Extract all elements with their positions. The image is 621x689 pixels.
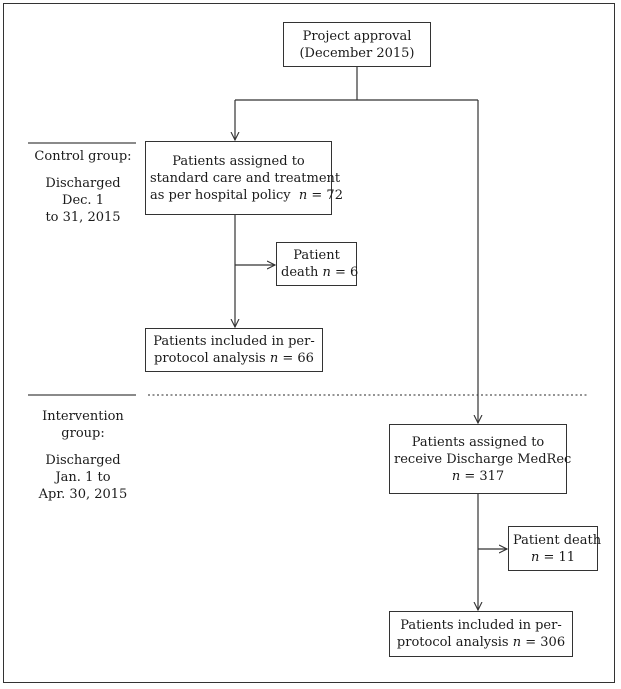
control-death-n-value: = 6 <box>335 265 359 280</box>
control-included-line2: protocol analysis n = 66 <box>154 351 314 366</box>
control-group-label: Control group: Discharged Dec. 1 to 31, … <box>24 148 142 226</box>
control-assigned-line3: as per hospital policy n = 72 <box>150 187 343 203</box>
intervention-death-line1: Patient death <box>513 532 602 548</box>
control-assigned-box: Patients assigned to standard care and t… <box>145 141 343 215</box>
intervention-death-box: Patient death n = 11 <box>508 526 602 571</box>
intervention-label-line1: Intervention <box>42 409 124 424</box>
approval-line2: (December 2015) <box>299 45 415 61</box>
control-label-line2: Discharged <box>45 176 121 191</box>
control-label-line3: Dec. 1 <box>62 193 104 208</box>
control-assigned-n-symbol: n <box>298 187 308 203</box>
intervention-label-line5: Apr. 30, 2015 <box>38 487 128 502</box>
intervention-assigned-n-symbol: n <box>451 468 461 484</box>
intervention-death-n-symbol: n <box>530 549 540 565</box>
control-death-line2: death n = 6 <box>281 265 359 280</box>
intervention-death-n-value: = 11 <box>543 549 576 565</box>
approval-line1: Project approval <box>302 28 412 44</box>
control-death-line1: Patient <box>293 248 340 263</box>
intervention-included-n-value: = 306 <box>525 635 566 650</box>
control-included-line1: Patients included in per- <box>153 334 315 349</box>
intervention-assigned-n-value: = 317 <box>464 468 505 484</box>
intervention-assigned-line3: n = 317 <box>394 468 562 485</box>
intervention-included-box: Patients included in per- protocol analy… <box>389 611 573 657</box>
intervention-included-n-symbol: n <box>512 635 522 650</box>
intervention-label-line3: Discharged <box>45 453 121 468</box>
control-included-box: Patients included in per- protocol analy… <box>145 328 323 372</box>
control-assigned-n-value: = 72 <box>311 187 343 203</box>
intervention-death-line2: n = 11 <box>513 549 593 566</box>
control-included-n-symbol: n <box>269 351 279 366</box>
intervention-group-label: Intervention group: Discharged Jan. 1 to… <box>22 408 144 503</box>
control-death-box: Patient death n = 6 <box>276 242 359 286</box>
intervention-label-line2: group: <box>61 426 105 441</box>
control-label-line1: Control group: <box>34 149 132 164</box>
control-assigned-line2: standard care and treatment <box>150 170 341 186</box>
intervention-included-line1: Patients included in per- <box>400 618 562 633</box>
intervention-assigned-line1: Patients assigned to <box>411 434 545 450</box>
control-death-n-symbol: n <box>322 265 331 280</box>
intervention-assigned-line2: receive Discharge MedRec <box>394 451 572 467</box>
project-approval-box: Project approval (December 2015) <box>283 22 431 67</box>
intervention-label-line4: Jan. 1 to <box>55 470 111 485</box>
control-included-n-value: = 66 <box>282 351 314 366</box>
control-assigned-line1: Patients assigned to <box>172 153 305 169</box>
intervention-assigned-box: Patients assigned to receive Discharge M… <box>389 424 572 494</box>
intervention-included-line2: protocol analysis n = 306 <box>396 635 566 650</box>
control-label-line4: to 31, 2015 <box>45 210 121 225</box>
